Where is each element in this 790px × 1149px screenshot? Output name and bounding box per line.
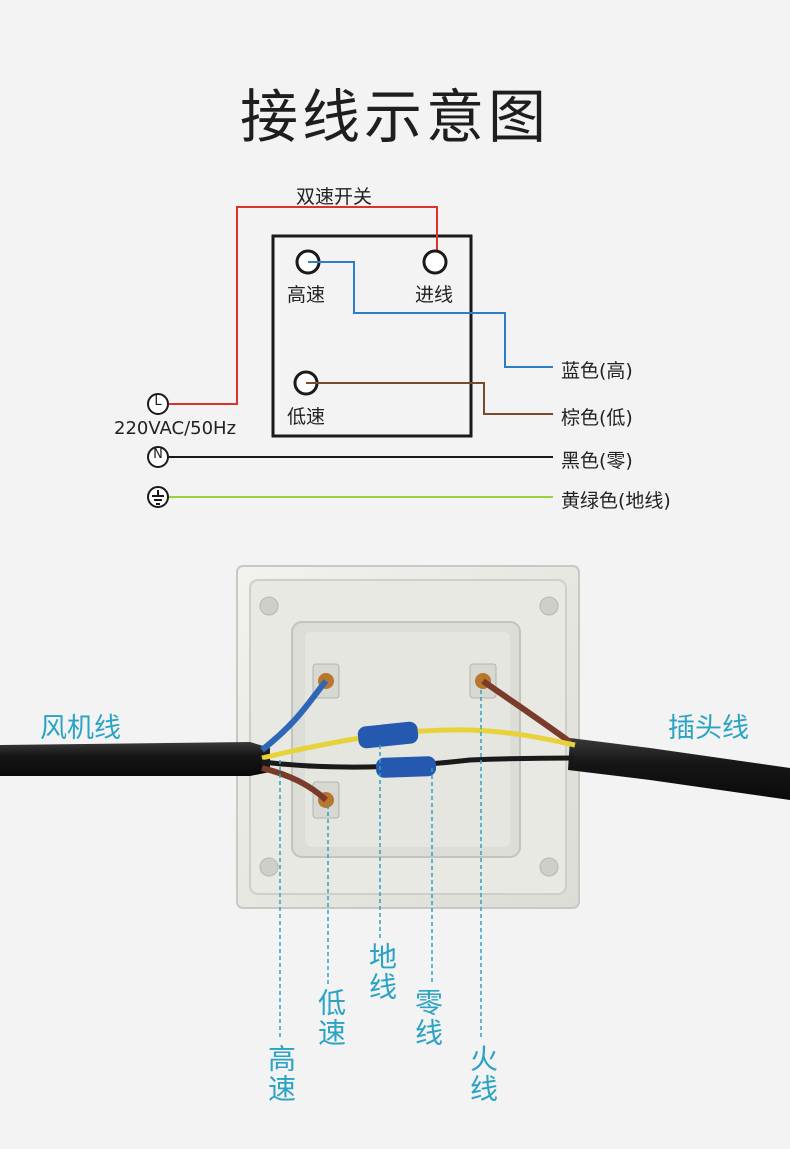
neutral-symbol-letter: N (153, 447, 163, 462)
fan-cable-label: 风机线 (40, 713, 121, 744)
terminal-high-label: 高速 (287, 284, 326, 306)
black-wire-label: 黑色(零) (561, 450, 633, 472)
brown-wire (306, 382, 553, 415)
brown-wire-photo (261, 765, 329, 803)
earth-symbol-icon (147, 486, 169, 508)
callout-earth: 地线 (365, 942, 398, 1002)
neutral-symbol-icon (147, 446, 169, 468)
live-symbol-icon (147, 393, 169, 415)
page-title: 接线示意图 (239, 83, 550, 151)
live-symbol-letter: L (154, 394, 162, 409)
live-wire-photo (481, 678, 572, 745)
callout-low: 低速 (314, 988, 347, 1048)
blue-wire-photo (260, 679, 329, 753)
callout-neutral: 零线 (411, 988, 444, 1048)
supply-label: 220VAC/50Hz (114, 418, 237, 439)
plug-cable-label: 插头线 (668, 713, 749, 744)
blue-wire-label: 蓝色(高) (561, 360, 633, 382)
switch-label: 双速开关 (296, 186, 373, 208)
green-wire-label: 黄绿色(地线) (561, 490, 671, 512)
live-wire (169, 206, 438, 405)
blue-wire (308, 261, 553, 368)
fan-cable (0, 742, 270, 776)
terminal-input (422, 249, 448, 275)
neutral-wire-photo (261, 755, 576, 770)
earth-wire-photo (261, 727, 576, 761)
terminal-input-label: 进线 (415, 284, 454, 306)
terminal-low-label: 低速 (287, 406, 326, 428)
plug-cable (568, 738, 790, 800)
brown-wire-label: 棕色(低) (561, 407, 633, 429)
callout-high: 高速 (264, 1044, 297, 1104)
callout-live: 火线 (466, 1044, 499, 1104)
switch-box (271, 234, 473, 438)
